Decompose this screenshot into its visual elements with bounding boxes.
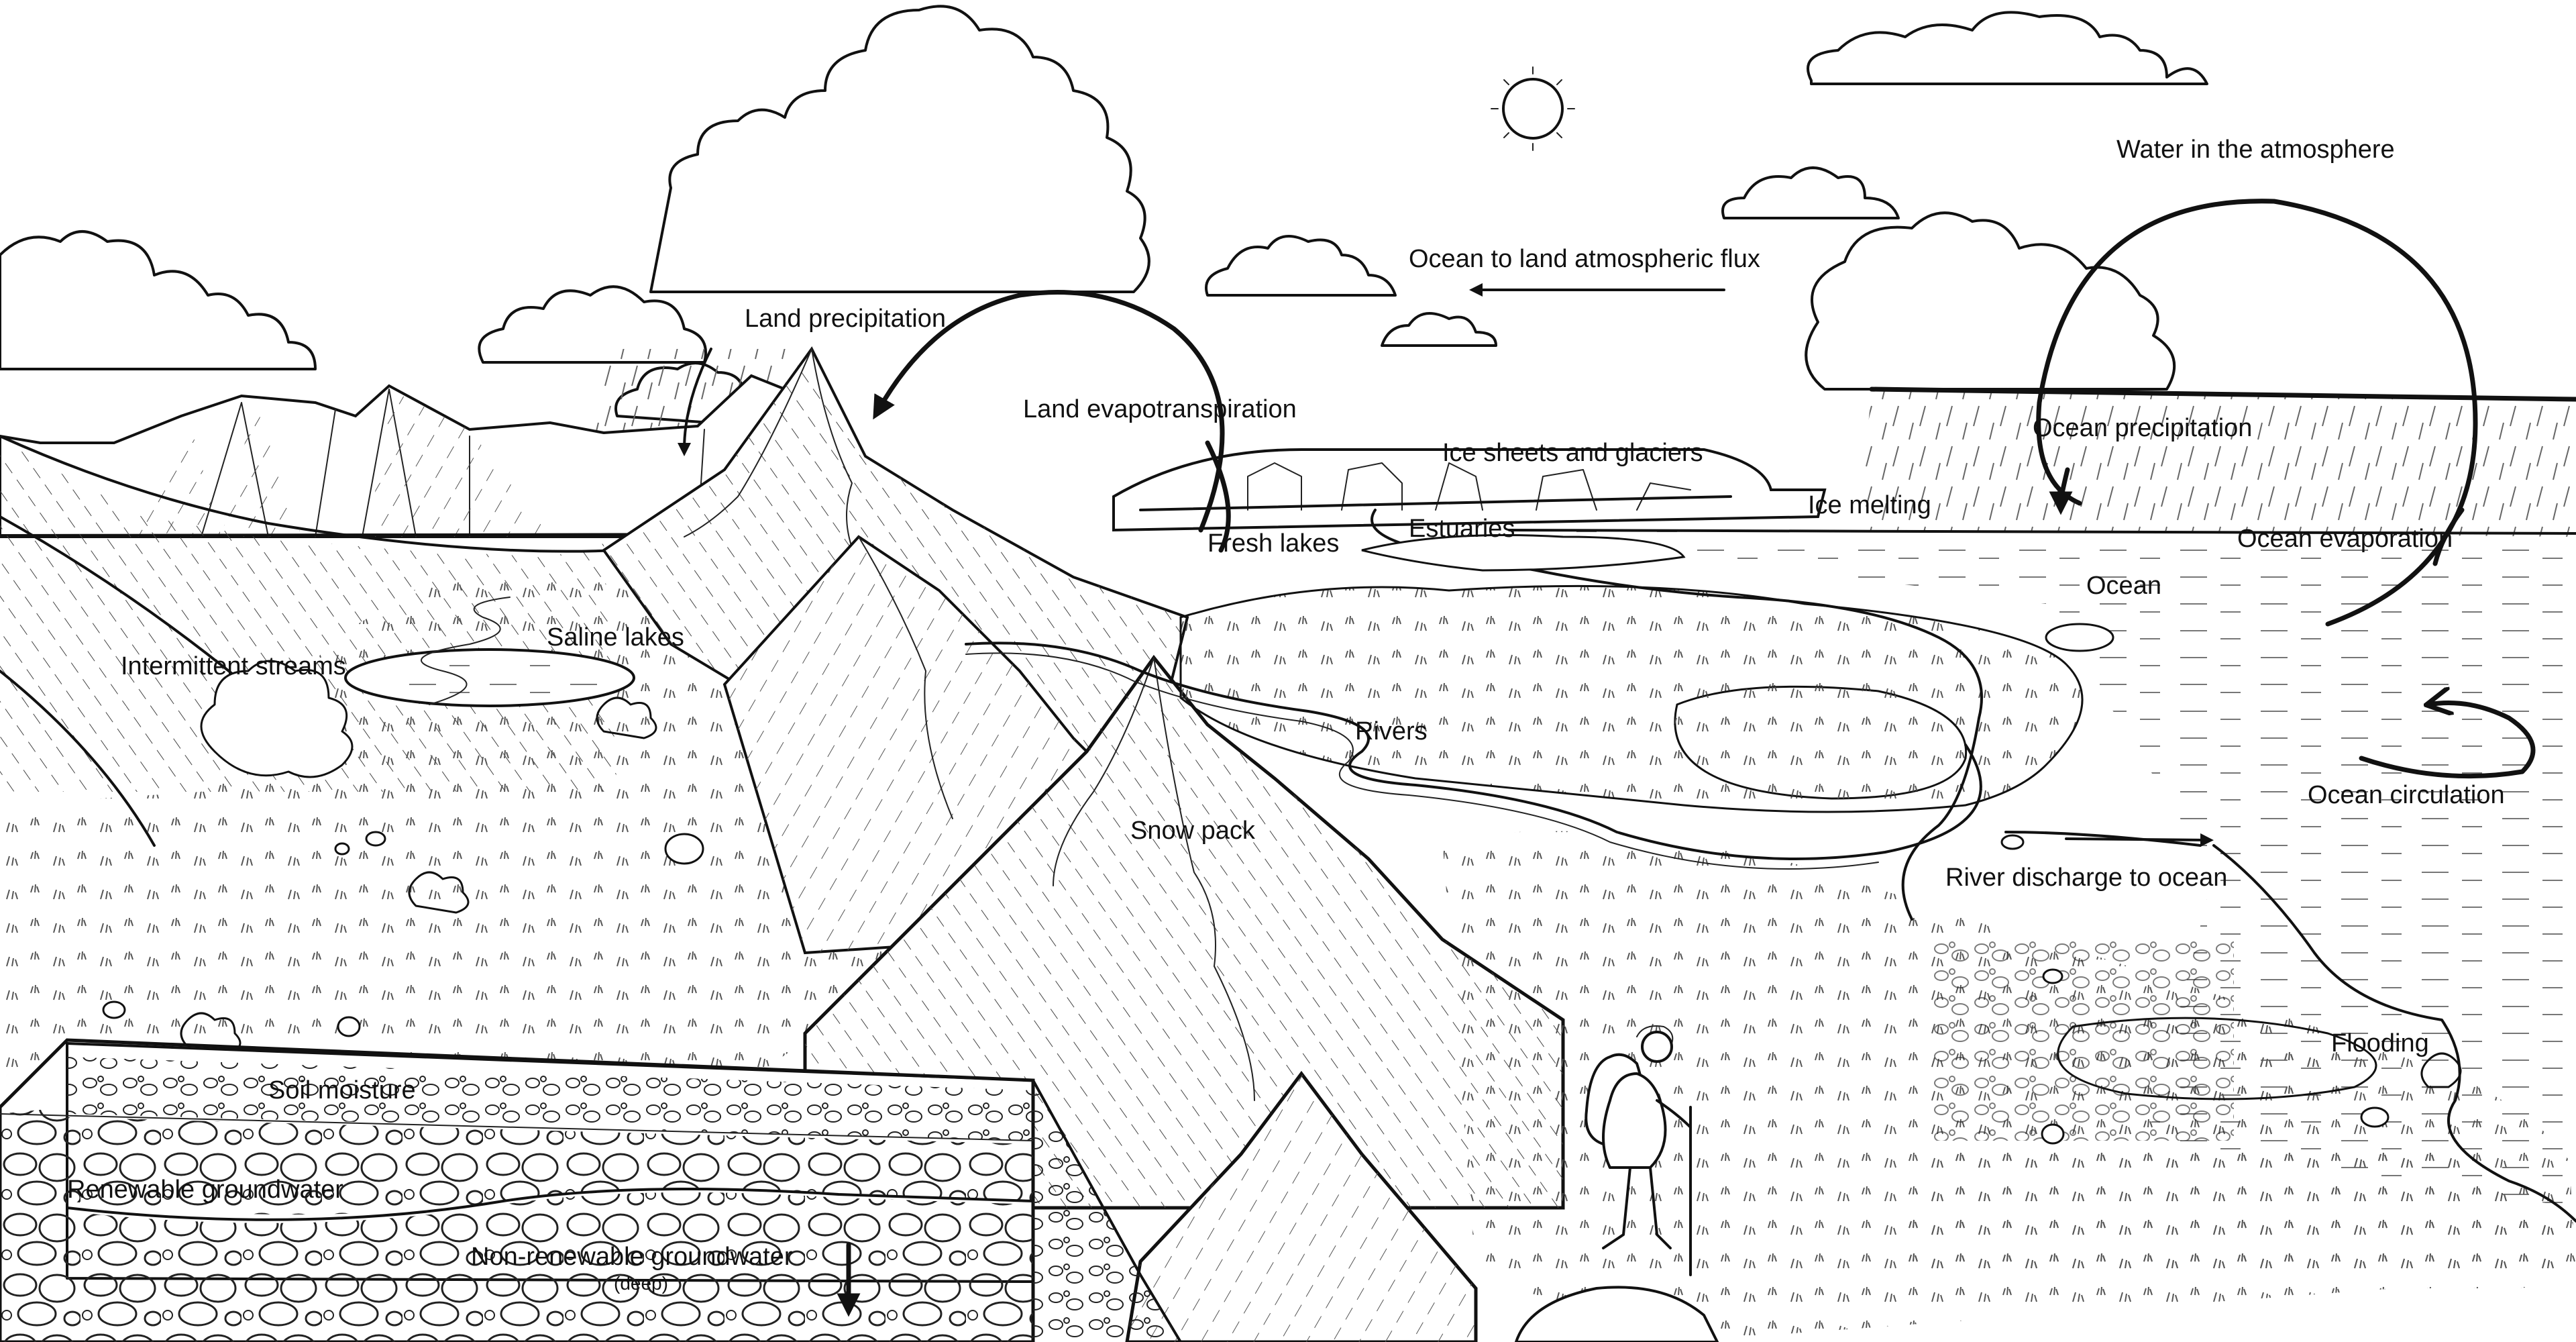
label-ocean: Ocean (2086, 572, 2161, 600)
flood-plain (1903, 939, 2561, 1288)
land-loop-arrow (873, 290, 1225, 533)
label-saline-lakes: Saline lakes (547, 623, 684, 652)
label-estuaries: Estuaries (1409, 515, 1515, 543)
label-ocean-precipitation: Ocean precipitation (2033, 414, 2252, 442)
ocean-circulation-arrow (2359, 703, 2536, 779)
saline-lake (344, 648, 635, 707)
ocean-rain (1858, 386, 2576, 537)
label-river-discharge: River discharge to ocean (1945, 864, 2227, 892)
ice-sheets (1112, 448, 1827, 532)
flux-arrows (678, 199, 2536, 1317)
front-peak (1125, 1070, 1478, 1342)
label-rivers: Rivers (1355, 717, 1428, 745)
label-fresh-lakes: Fresh lakes (1208, 529, 1339, 558)
hiker (1514, 1025, 1719, 1342)
shrubs (180, 660, 2462, 1088)
label-ice-melting: Ice melting (1808, 491, 1931, 519)
sun (1491, 66, 1575, 151)
label-land-precipitation: Land precipitation (745, 305, 946, 333)
ocean-loop-arrow (2036, 199, 2478, 627)
label-water-in-atmosphere: Water in the atmosphere (2116, 136, 2395, 164)
intermittent-stream (421, 597, 511, 705)
rocks (102, 623, 2390, 1145)
clouds (0, 5, 2208, 427)
label-ocean-evaporation: Ocean evaporation (2237, 525, 2453, 553)
ground-cross-section (0, 1038, 1182, 1342)
label-deep-note: (deep) (614, 1273, 668, 1294)
label-renewable-groundwater: Renewable groundwater (67, 1176, 343, 1204)
label-ocean-circulation: Ocean circulation (2308, 781, 2505, 809)
label-flooding: Flooding (2331, 1029, 2429, 1057)
label-land-evapotranspiration: Land evapotranspiration (1023, 395, 1297, 423)
estuaries (1361, 534, 1686, 572)
labels: Water in the atmosphere Ocean to land at… (67, 136, 2505, 1294)
label-snow-pack: Snow pack (1130, 817, 1256, 845)
label-soil-moisture: Soil moisture (268, 1076, 416, 1104)
label-non-renewable-groundwater: Non-renewable groundwater (471, 1243, 793, 1271)
label-ocean-to-land-flux: Ocean to land atmospheric flux (1409, 245, 1760, 273)
label-intermittent-streams: Intermittent streams (121, 652, 346, 680)
snow-pack-mountain (803, 654, 1565, 1210)
river-discharge-arrow (2065, 833, 2214, 847)
label-ice-sheets-glaciers: Ice sheets and glaciers (1442, 439, 1703, 467)
valley-floor (0, 564, 906, 1087)
